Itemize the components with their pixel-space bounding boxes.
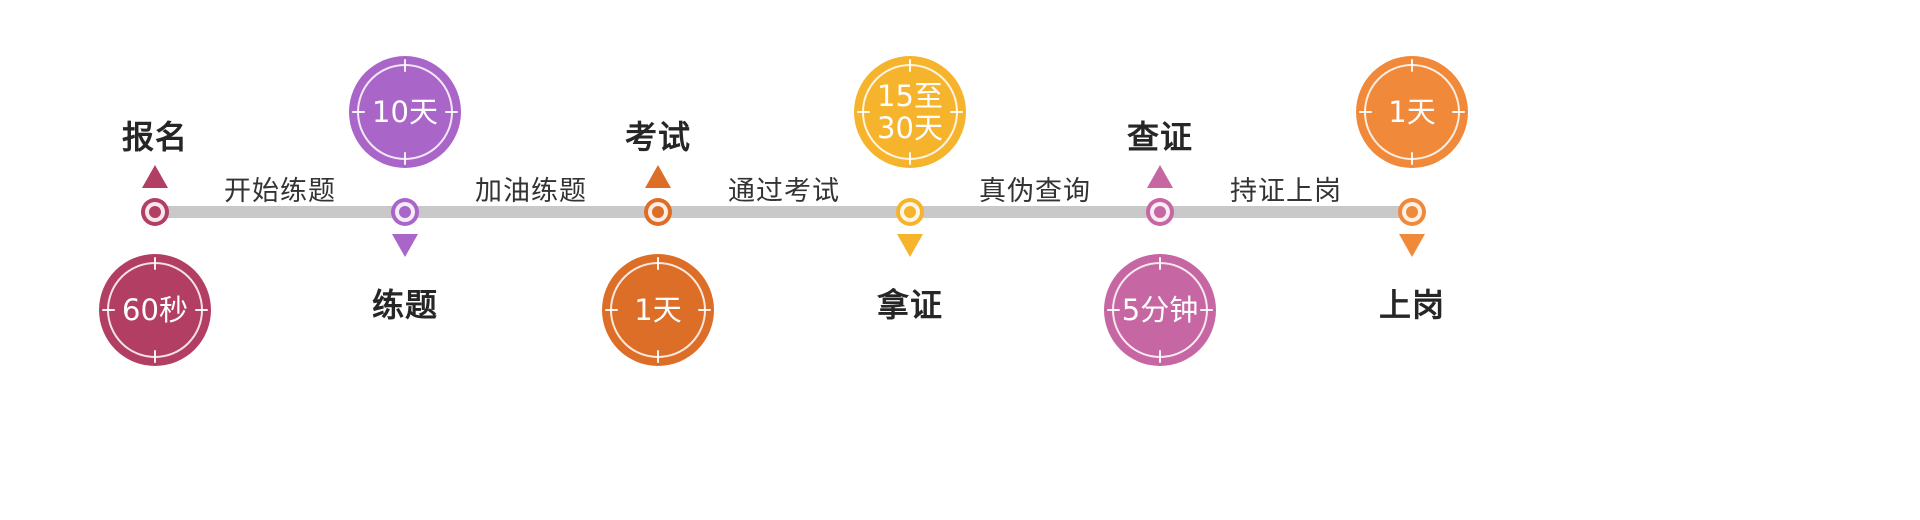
clock-tick	[195, 309, 208, 311]
clock-tick	[1411, 152, 1413, 165]
clock-tick	[1359, 111, 1372, 113]
arrow-down-icon	[1399, 234, 1425, 257]
node-label: 练题	[371, 286, 438, 324]
node-marker	[896, 198, 924, 226]
node-label: 报名	[121, 118, 188, 156]
clock-tick	[445, 111, 458, 113]
transition-label-start-practice: 开始练题	[224, 176, 336, 207]
duration-badge: 5分钟	[1104, 254, 1216, 366]
node-label: 拿证	[876, 286, 943, 324]
node-label: 考试	[624, 118, 691, 156]
duration-text: 5分钟	[1121, 292, 1199, 327]
transition-label-authenticity: 真伪查询	[979, 176, 1091, 207]
duration-badge: 60秒	[99, 254, 211, 366]
duration-badge: 1天	[1356, 56, 1468, 168]
transition-label-work-with-cert: 持证上岗	[1230, 176, 1342, 207]
node-label: 上岗	[1378, 286, 1445, 324]
node-marker	[644, 198, 672, 226]
node-marker-core	[900, 202, 920, 222]
duration-text: 1天	[1388, 94, 1436, 129]
node-marker-core	[145, 202, 165, 222]
duration-text: 10天	[372, 94, 438, 129]
clock-tick	[1159, 257, 1161, 270]
duration-text: 15至 30天	[877, 78, 943, 145]
clock-tick	[1107, 309, 1120, 311]
clock-tick	[404, 152, 406, 165]
clock-tick	[698, 309, 711, 311]
arrow-up-icon	[142, 165, 168, 188]
node-marker	[141, 198, 169, 226]
node-marker-core	[1150, 202, 1170, 222]
clock-tick	[352, 111, 365, 113]
clock-tick	[950, 111, 963, 113]
transition-label-pass-exam: 通过考试	[728, 176, 840, 207]
duration-badge: 10天	[349, 56, 461, 168]
clock-tick	[1452, 111, 1465, 113]
clock-tick	[857, 111, 870, 113]
clock-tick	[657, 350, 659, 363]
arrow-up-icon	[645, 165, 671, 188]
clock-tick	[154, 257, 156, 270]
clock-tick	[909, 152, 911, 165]
node-marker	[1398, 198, 1426, 226]
clock-tick	[657, 257, 659, 270]
node-label: 查证	[1126, 118, 1193, 156]
clock-tick	[1411, 59, 1413, 72]
duration-badge: 1天	[602, 254, 714, 366]
node-marker-core	[1402, 202, 1422, 222]
node-marker-core	[648, 202, 668, 222]
node-marker	[391, 198, 419, 226]
clock-tick	[404, 59, 406, 72]
node-marker	[1146, 198, 1174, 226]
clock-tick	[1200, 309, 1213, 311]
duration-text: 1天	[634, 292, 682, 327]
transition-label-keep-practice: 加油练题	[475, 176, 587, 207]
arrow-down-icon	[392, 234, 418, 257]
node-marker-core	[395, 202, 415, 222]
clock-tick	[1159, 350, 1161, 363]
clock-tick	[102, 309, 115, 311]
timeline-bar	[150, 206, 1420, 218]
arrow-up-icon	[1147, 165, 1173, 188]
clock-tick	[605, 309, 618, 311]
duration-text: 60秒	[122, 292, 188, 327]
clock-tick	[154, 350, 156, 363]
clock-tick	[909, 59, 911, 72]
duration-badge: 15至 30天	[854, 56, 966, 168]
arrow-down-icon	[897, 234, 923, 257]
